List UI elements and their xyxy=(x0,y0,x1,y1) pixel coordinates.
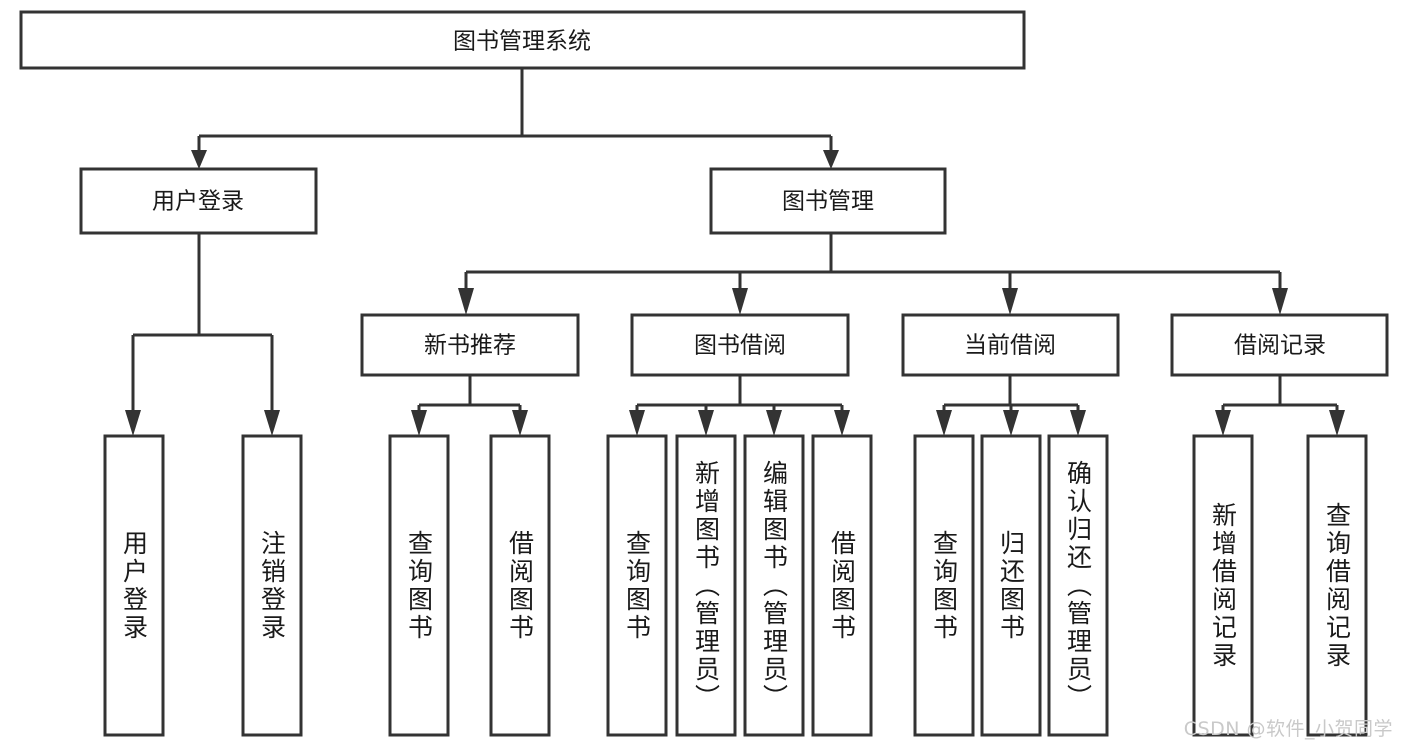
label-borrow-record: 借阅记录 xyxy=(1234,333,1326,359)
watermark-text: CSDN @软件_小贺同学 xyxy=(1183,718,1393,740)
arrow-to-leaf-query-book-3 xyxy=(936,410,952,436)
node-leaf-return-book[interactable] xyxy=(980,434,1042,737)
arrow-to-current-borrow xyxy=(1002,288,1018,315)
arrow-to-leaf-query-borrow-record xyxy=(1329,410,1345,436)
node-book-management[interactable] xyxy=(709,167,947,235)
arrow-to-borrow-record xyxy=(1272,288,1288,315)
node-leaf-borrow-book-2[interactable] xyxy=(811,434,873,737)
node-leaf-confirm-return[interactable] xyxy=(1047,434,1109,737)
label-new-book-recommendation: 新书推荐 xyxy=(424,333,516,359)
node-user-login[interactable] xyxy=(79,167,318,235)
label-book-management: 图书管理 xyxy=(782,189,874,215)
arrow-to-leaf-edit-book xyxy=(766,410,782,436)
arrow-to-leaf-confirm-return xyxy=(1070,410,1086,436)
arrow-root-to-book-management xyxy=(823,150,839,169)
node-leaf-query-book-1[interactable] xyxy=(388,434,450,737)
node-leaf-add-book[interactable] xyxy=(675,434,737,737)
node-leaf-query-borrow-record[interactable] xyxy=(1306,434,1368,737)
node-leaf-query-book-3[interactable] xyxy=(913,434,975,737)
connector-group xyxy=(125,68,1345,436)
label-user-login: 用户登录 xyxy=(152,189,244,215)
node-group-leaves xyxy=(103,434,1368,737)
node-leaf-borrow-book-1[interactable] xyxy=(489,434,551,737)
arrow-to-leaf-borrow-book-1 xyxy=(512,410,528,436)
arrow-to-book-borrow xyxy=(732,288,748,315)
arrow-to-leaf-user-login xyxy=(125,410,141,436)
node-leaf-query-book-2[interactable] xyxy=(606,434,668,737)
arrow-root-to-user-login xyxy=(191,150,207,169)
label-root: 图书管理系统 xyxy=(453,29,591,55)
node-current-borrow[interactable] xyxy=(901,313,1120,377)
arrow-to-leaf-add-book xyxy=(698,410,714,436)
arrow-to-leaf-logout xyxy=(264,410,280,436)
label-book-borrow: 图书借阅 xyxy=(694,333,786,359)
arrow-to-new-book-recommendation xyxy=(458,288,474,315)
node-leaf-add-borrow-record[interactable] xyxy=(1192,434,1254,737)
arrow-to-leaf-add-borrow-record xyxy=(1215,410,1231,436)
node-borrow-record[interactable] xyxy=(1170,313,1389,377)
node-leaf-edit-book[interactable] xyxy=(743,434,805,737)
arrow-to-leaf-query-book-1 xyxy=(411,410,427,436)
arrow-to-leaf-return-book xyxy=(1003,410,1019,436)
node-root[interactable] xyxy=(19,10,1026,70)
label-current-borrow: 当前借阅 xyxy=(964,333,1056,359)
arrow-to-leaf-query-book-2 xyxy=(629,410,645,436)
node-group-horizontal xyxy=(19,10,1389,377)
arrow-to-leaf-borrow-book-2 xyxy=(834,410,850,436)
node-new-book-recommendation[interactable] xyxy=(360,313,580,377)
node-leaf-logout[interactable] xyxy=(241,434,303,737)
node-book-borrow[interactable] xyxy=(630,313,850,377)
node-leaf-user-login[interactable] xyxy=(103,434,165,737)
label-group-horizontal: 图书管理系统 用户登录 图书管理 新书推荐 图书借阅 当前借阅 借阅记录 xyxy=(152,29,1326,359)
